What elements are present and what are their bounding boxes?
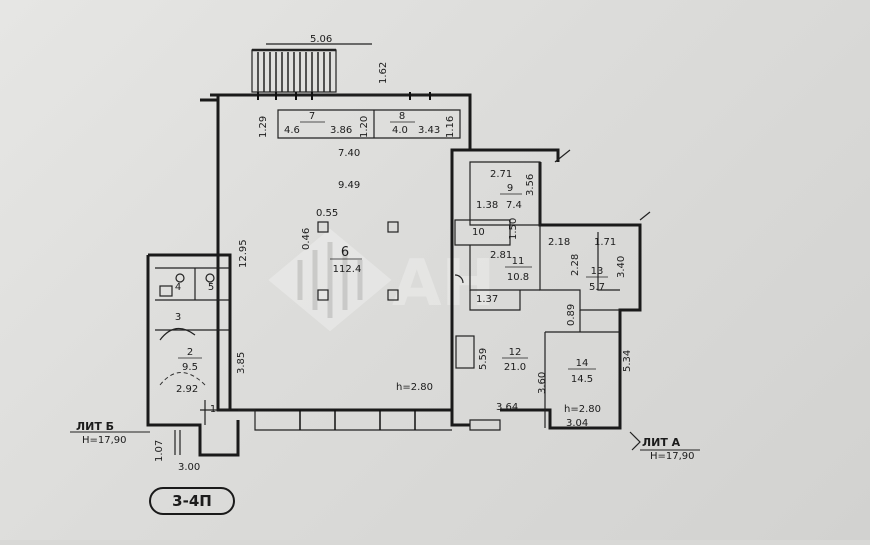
dim-3-40: 3.40 bbox=[616, 256, 627, 278]
dim-1-62: 1.62 bbox=[378, 62, 389, 84]
dim-3-60: 3.60 bbox=[537, 372, 548, 394]
room-10-number: 10 bbox=[472, 227, 485, 238]
dim-2-18: 2.18 bbox=[548, 237, 570, 248]
watermark-logo: АН bbox=[268, 228, 495, 332]
lit-a-label: ЛИТ А bbox=[642, 436, 681, 449]
dim-3-00: 3.00 bbox=[178, 462, 200, 473]
dim-1-37: 1.37 bbox=[476, 294, 498, 305]
room-4-number: 4 bbox=[175, 282, 181, 293]
dim-3-43: 3.43 bbox=[418, 125, 440, 136]
room-7-number: 7 bbox=[309, 111, 315, 122]
dim-0-55: 0.55 bbox=[316, 208, 338, 219]
dim-0-89: 0.89 bbox=[566, 304, 577, 326]
height-main: h=2.80 bbox=[396, 382, 433, 393]
dim-1-38: 1.38 bbox=[476, 200, 498, 211]
dim-2-71: 2.71 bbox=[490, 169, 512, 180]
room-2-number: 2 bbox=[187, 347, 193, 358]
dim-12-95: 12.95 bbox=[238, 239, 249, 268]
dim-3-86: 3.86 bbox=[330, 125, 352, 136]
dim-1-29: 1.29 bbox=[258, 116, 269, 138]
dim-0-46: 0.46 bbox=[301, 228, 312, 250]
room-3-number: 3 bbox=[175, 312, 181, 323]
sheet-stamp: 3-4П bbox=[149, 487, 235, 515]
room-2-area: 9.5 bbox=[182, 362, 198, 373]
dim-7-40: 7.40 bbox=[338, 148, 360, 159]
room-9-number: 9 bbox=[507, 183, 513, 194]
lit-b-label: ЛИТ Б bbox=[76, 420, 114, 433]
lit-a-height: Н=17,90 bbox=[650, 451, 695, 462]
entrance-stairs bbox=[251, 48, 337, 93]
room-11-number: 11 bbox=[512, 256, 525, 267]
room-6-number: 6 bbox=[341, 245, 349, 260]
room-13-number: 13 bbox=[591, 266, 604, 277]
room-11-area: 10.8 bbox=[507, 272, 529, 283]
dim-2-81: 2.81 bbox=[490, 250, 512, 261]
room-14-area: 14.5 bbox=[571, 374, 593, 385]
room-1-number: 1 bbox=[210, 404, 216, 415]
walls bbox=[146, 92, 642, 457]
room-14-number: 14 bbox=[576, 358, 589, 369]
room-12-area: 21.0 bbox=[504, 362, 526, 373]
dimension-labels: 5.06 1.62 1.29 3.86 1.20 3.43 1.16 7.40 … bbox=[154, 34, 633, 473]
room-7-area: 4.6 bbox=[284, 125, 300, 136]
room-6-area: 112.4 bbox=[333, 264, 362, 275]
dim-1-20: 1.20 bbox=[359, 116, 370, 138]
room-labels: 1 2 9.5 3 4 5 6 112.4 7 4.6 8 4.0 9 7.4 … bbox=[175, 111, 608, 415]
height-room-14: h=2.80 bbox=[564, 404, 601, 415]
dim-1-50: 1.50 bbox=[508, 218, 519, 240]
room-5-number: 5 bbox=[208, 282, 214, 293]
dim-5-59: 5.59 bbox=[478, 348, 489, 370]
watermark-text: АН bbox=[392, 247, 495, 321]
dim-3-64: 3.64 bbox=[496, 402, 518, 413]
dim-3-56: 3.56 bbox=[525, 174, 536, 196]
dim-9-49: 9.49 bbox=[338, 180, 360, 191]
dim-3-85: 3.85 bbox=[236, 352, 247, 374]
room-12-number: 12 bbox=[509, 347, 522, 358]
room-8-number: 8 bbox=[399, 111, 405, 122]
room-13-area: 5.7 bbox=[589, 282, 605, 293]
dim-3-04: 3.04 bbox=[566, 418, 588, 429]
dim-1-71: 1.71 bbox=[594, 237, 616, 248]
lit-b-height: Н=17,90 bbox=[82, 435, 127, 446]
dim-1-07: 1.07 bbox=[154, 440, 165, 462]
dim-2-28: 2.28 bbox=[570, 254, 581, 276]
dim-5-06: 5.06 bbox=[310, 34, 332, 45]
dim-1-16: 1.16 bbox=[445, 116, 456, 138]
stamp-text: 3-4П bbox=[172, 492, 212, 510]
room-9-area: 7.4 bbox=[506, 200, 522, 211]
dim-5-34: 5.34 bbox=[622, 350, 633, 372]
building-markers: ЛИТ Б Н=17,90 ЛИТ А Н=17,90 bbox=[70, 149, 700, 462]
room-8-area: 4.0 bbox=[392, 125, 408, 136]
dim-2-92: 2.92 bbox=[176, 384, 198, 395]
